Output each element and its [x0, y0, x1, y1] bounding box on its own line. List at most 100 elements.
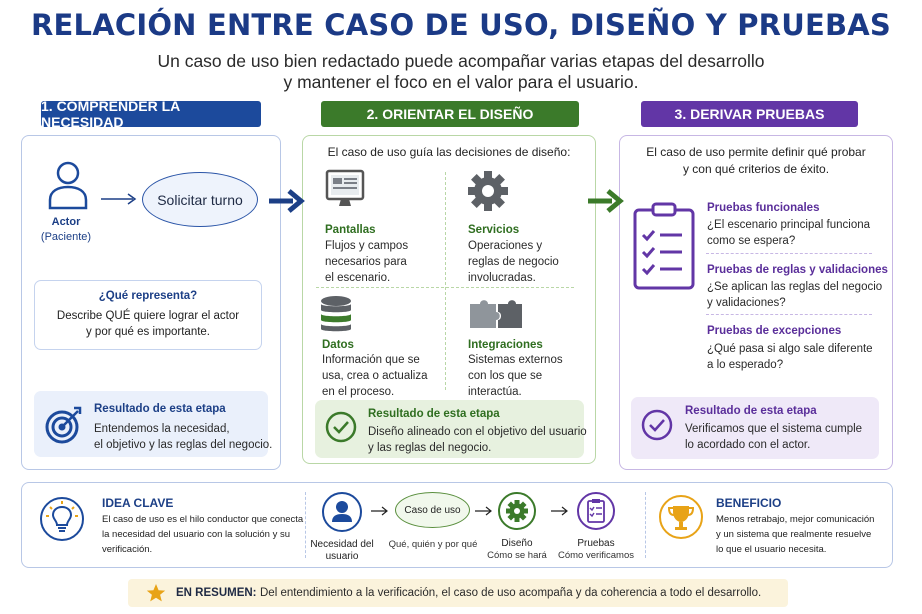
intro-line: y con qué criterios de éxito. — [682, 162, 830, 176]
question-text: Describe QUÉ quiere lograr el actor y po… — [34, 308, 262, 340]
stage-2-result — [315, 400, 584, 458]
question-box — [34, 280, 262, 350]
result-line: y las reglas del negocio. — [368, 442, 492, 454]
puzzle-icon — [470, 300, 522, 328]
checklist-icon — [633, 202, 695, 290]
item-line: Información que se — [322, 354, 420, 366]
flow-use-case: Caso de uso — [395, 492, 470, 528]
item-line: necesarios para — [325, 256, 407, 268]
summary-label: EN RESUMEN: — [176, 587, 257, 599]
item-line: con los que se — [468, 370, 543, 382]
divider — [445, 172, 446, 390]
flow-line: Necesidad del — [310, 539, 374, 550]
test-title: Pruebas de reglas y validaciones — [707, 264, 888, 276]
item-text: Operaciones y reglas de negocio involucr… — [468, 238, 559, 286]
gear-icon — [498, 492, 536, 530]
item-line: en el proceso. — [322, 386, 395, 398]
arrow-right-icon — [269, 189, 305, 213]
item-title: Servicios — [468, 224, 520, 236]
result-line: Diseño alineado con el objetivo del usua… — [368, 426, 587, 438]
test-line: ¿Se aplican las reglas del negocio — [707, 281, 883, 293]
idea-line: El caso de uso es el hilo conductor que … — [102, 514, 304, 525]
benefit-line: Menos retrabajo, mejor comunicación — [716, 514, 875, 525]
stage-2-intro: El caso de uso guía las decisiones de di… — [327, 145, 571, 159]
stage-3-result-title: Resultado de esta etapa — [685, 405, 817, 417]
flow-use-case-label: Caso de uso — [404, 504, 461, 516]
use-case-label: Solicitar turno — [157, 191, 243, 208]
check-circle-icon — [641, 409, 673, 441]
database-icon — [321, 296, 351, 332]
test-title: Pruebas de excepciones — [707, 325, 842, 337]
arrow-right-icon — [371, 506, 388, 516]
stage-1-label: 1. COMPRENDER LA NECESIDAD — [41, 98, 261, 130]
stage-2-label: 2. ORIENTAR EL DISEÑO — [321, 101, 579, 127]
check-circle-icon — [325, 411, 357, 443]
flow-design: Diseño — [501, 538, 533, 549]
stage-1-result-title: Resultado de esta etapa — [94, 403, 226, 415]
arrow-right-icon — [551, 506, 568, 516]
stage-1-result-text: Entendemos la necesidad, el objetivo y l… — [94, 421, 272, 453]
flow-tests: Pruebas — [577, 538, 615, 549]
key-idea-panel — [21, 482, 893, 568]
result-line: el objetivo y las reglas del negocio. — [94, 439, 273, 451]
item-line: involucradas. — [468, 272, 536, 284]
benefit-text: Menos retrabajo, mejor comunicación y un… — [716, 512, 874, 557]
test-text: ¿Qué pasa si algo sale diferente a lo es… — [707, 341, 873, 373]
item-line: el escenario. — [325, 272, 391, 284]
stage-3-result — [631, 397, 879, 459]
benefit-line: y un sistema que realmente resuelve — [716, 529, 872, 540]
test-line: ¿El escenario principal funciona — [707, 219, 871, 231]
test-text: ¿El escenario principal funciona como se… — [707, 217, 870, 249]
idea-text: El caso de uso es el hilo conductor que … — [102, 512, 303, 557]
star-icon — [146, 584, 166, 602]
test-line: a lo esperado? — [707, 359, 784, 371]
item-line: Operaciones y — [468, 240, 543, 252]
arrow-right-icon — [475, 506, 492, 516]
result-line: lo acordado con el actor. — [685, 439, 811, 451]
user-icon — [48, 161, 88, 210]
item-line: interactúa. — [468, 386, 522, 398]
subtitle-line-2: y mantener el foco en el valor para el u… — [283, 72, 639, 92]
divider — [316, 287, 574, 288]
test-line: como se espera? — [707, 235, 796, 247]
gear-icon — [468, 171, 508, 211]
subtitle-line-1: Un caso de uso bien redactado puede acom… — [157, 51, 765, 71]
trophy-icon — [659, 495, 703, 539]
divider — [706, 314, 872, 315]
arrow-right-icon — [101, 193, 137, 205]
flow-line: usuario — [325, 551, 359, 562]
lightbulb-icon — [40, 497, 84, 541]
stage-2-result-text: Diseño alineado con el objetivo del usua… — [368, 424, 587, 456]
summary-text: Del entendimiento a la verificación, el … — [260, 587, 762, 599]
benefit-title: BENEFICIO — [716, 496, 782, 510]
item-line: Sistemas externos — [468, 354, 563, 366]
question-line: Describe QUÉ quiere lograr el actor — [56, 310, 240, 322]
stage-3-label: 3. DERIVAR PRUEBAS — [641, 101, 858, 127]
item-text: Información que se usa, crea o actualiza… — [322, 352, 427, 400]
result-line: Verificamos que el sistema cumple — [685, 423, 863, 435]
user-icon — [322, 492, 362, 532]
test-line: ¿Qué pasa si algo sale diferente — [707, 343, 873, 355]
item-line: Flujos y campos — [325, 240, 409, 252]
screen-icon — [325, 169, 365, 206]
arrow-right-icon — [588, 189, 624, 213]
idea-title: IDEA CLAVE — [102, 496, 174, 510]
item-line: usa, crea o actualiza — [322, 370, 428, 382]
question-line: y por qué es importante. — [85, 326, 210, 338]
idea-line: verificación. — [102, 544, 153, 555]
stage-3-intro: El caso de uso permite definir qué proba… — [619, 144, 893, 178]
divider — [305, 492, 306, 558]
benefit-line: lo que el usuario necesita. — [716, 544, 827, 555]
stage-1-result — [34, 391, 268, 457]
stage-2-result-title: Resultado de esta etapa — [368, 408, 500, 420]
target-icon — [45, 406, 82, 444]
item-title: Pantallas — [325, 224, 376, 236]
item-text: Sistemas externos con los que se interac… — [468, 352, 563, 400]
question-title: ¿Qué representa? — [98, 290, 198, 302]
stage-3-result-text: Verificamos que el sistema cumple lo aco… — [685, 421, 862, 453]
idea-line: la necesidad del usuario con la solución… — [102, 529, 291, 540]
actor-role: (Paciente) — [40, 231, 92, 243]
checklist-icon — [577, 492, 615, 530]
test-title: Pruebas funcionales — [707, 202, 820, 214]
item-text: Flujos y campos necesarios para el escen… — [325, 238, 408, 286]
